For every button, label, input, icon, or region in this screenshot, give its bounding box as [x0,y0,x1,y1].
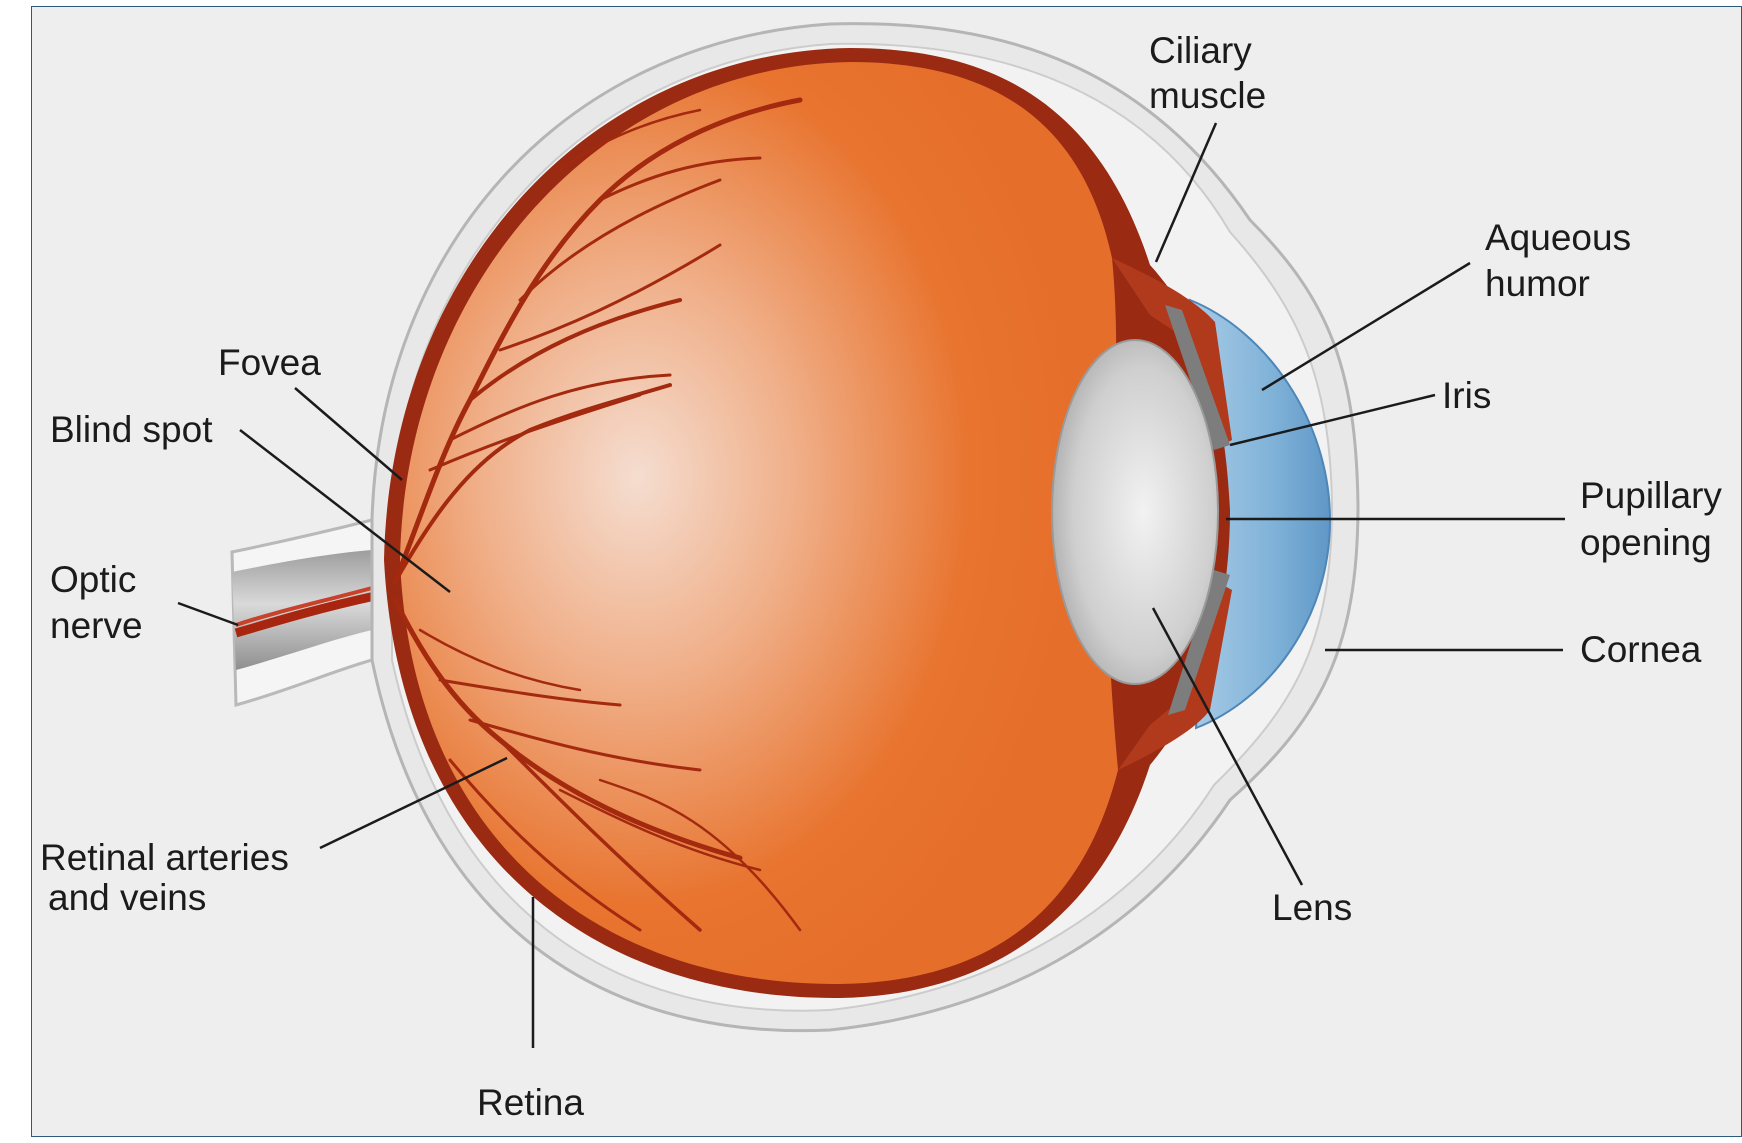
label-iris: Iris [1442,375,1491,416]
label-lens: Lens [1272,887,1352,928]
optic-nerve-leader [178,603,238,625]
label-retina: Retina [477,1082,584,1123]
label-fovea: Fovea [218,342,321,383]
label-retinal-arteries-veins: Retinal arteries and veins [40,837,299,918]
label-pupillary-opening: Pupillary opening [1580,475,1732,563]
label-optic-nerve: Optic nerve [50,559,147,646]
label-cornea: Cornea [1580,629,1702,670]
label-aqueous-humor: Aqueous humor [1485,217,1641,304]
label-blind-spot: Blind spot [50,409,213,450]
label-ciliary-muscle: Ciliary muscle [1149,30,1266,116]
lens [1052,340,1218,684]
optic-nerve [232,520,375,705]
